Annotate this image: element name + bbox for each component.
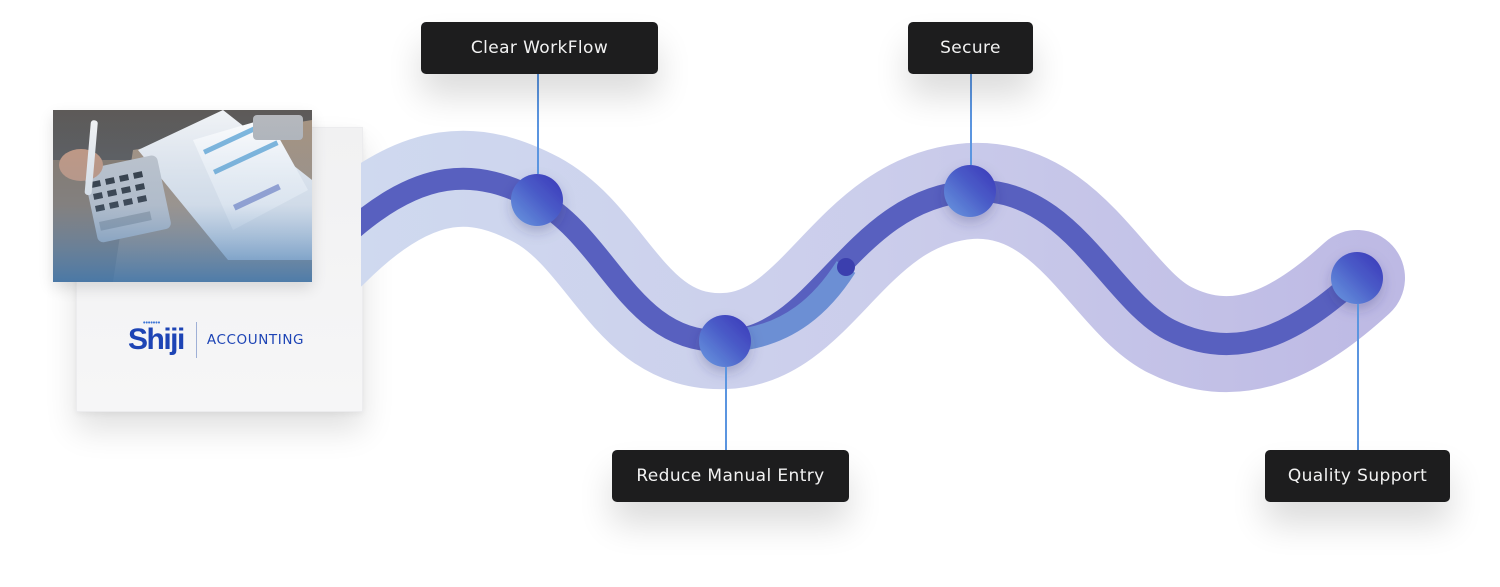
- milestone-node-quality-support[interactable]: [1331, 252, 1383, 304]
- milestone-node-reduce-manual-entry[interactable]: [699, 315, 751, 367]
- connector-secure: [970, 74, 972, 165]
- accounting-photo: [53, 110, 312, 282]
- connector-reduce-manual-entry: [725, 367, 727, 450]
- milestone-label-secure: Secure: [908, 22, 1033, 74]
- milestone-label-text: Secure: [940, 38, 1001, 58]
- milestone-node-secure[interactable]: [944, 165, 996, 217]
- milestone-node-clear-workflow[interactable]: [511, 174, 563, 226]
- connector-quality-support: [1357, 304, 1359, 450]
- product-name: ACCOUNTING: [206, 332, 305, 348]
- shiji-accounting-logo: ••••••• Shiji ACCOUNTING: [128, 320, 305, 358]
- milestone-label-clear-workflow: Clear WorkFlow: [421, 22, 658, 74]
- milestone-label-text: Clear WorkFlow: [470, 38, 609, 58]
- milestone-label-text: Quality Support: [1287, 466, 1428, 486]
- milestone-label-text: Reduce Manual Entry: [636, 466, 825, 486]
- milestone-label-quality-support: Quality Support: [1265, 450, 1450, 502]
- shiji-logo: ••••••• Shiji: [128, 320, 185, 356]
- progress-marker: [837, 258, 855, 276]
- connector-clear-workflow: [537, 74, 539, 174]
- logo-divider: [195, 322, 197, 358]
- logo-text: Shiji: [128, 323, 185, 356]
- milestone-label-reduce-manual-entry: Reduce Manual Entry: [612, 450, 849, 502]
- logo-dots: •••••••: [143, 320, 161, 327]
